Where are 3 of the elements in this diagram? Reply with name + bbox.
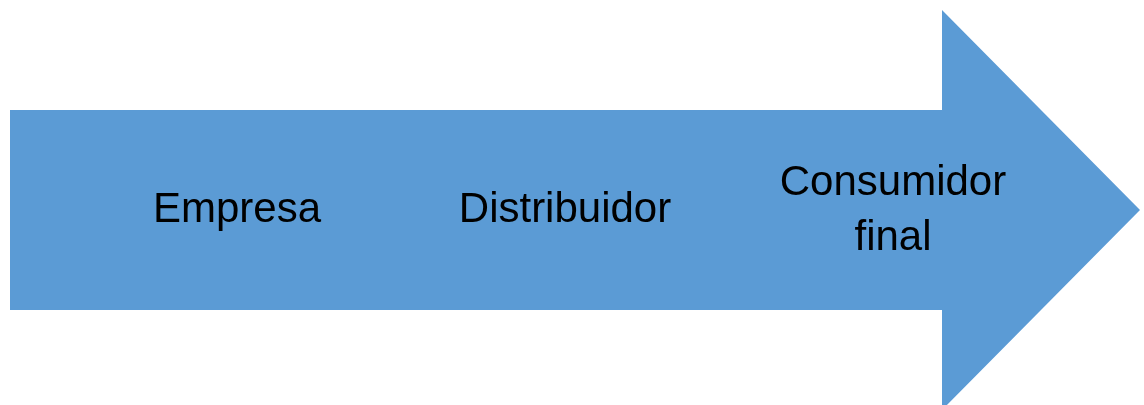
stage-label: Distribuidor bbox=[457, 182, 673, 233]
stage-label: Empresa bbox=[151, 182, 323, 233]
stage-label: Consumidor final bbox=[778, 156, 1008, 261]
